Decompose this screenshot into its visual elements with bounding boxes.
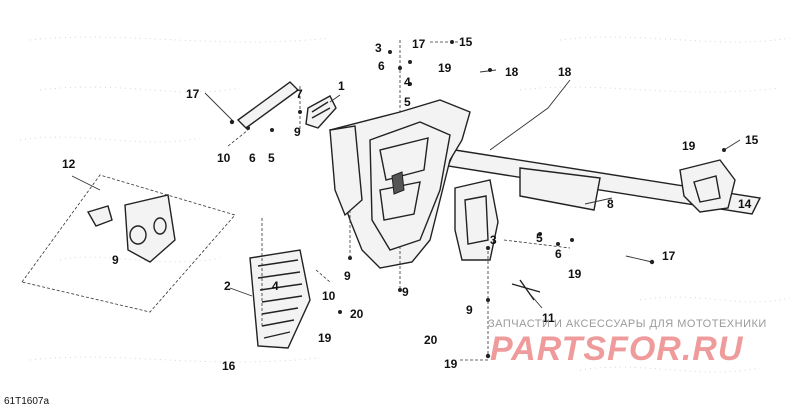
callouts: 1 2 3 4 4 5 5 5 6 6 6 7 8 9 9 9 9 9 10 1… bbox=[62, 35, 759, 373]
callout-6b: 6 bbox=[378, 59, 385, 73]
callout-9b: 9 bbox=[344, 269, 351, 283]
callout-5: 5 bbox=[268, 151, 275, 165]
callout-17: 17 bbox=[186, 87, 200, 101]
front-fascia-body bbox=[329, 99, 471, 269]
callout-19b: 19 bbox=[682, 139, 696, 153]
fasteners bbox=[229, 40, 726, 359]
headlight-assembly bbox=[21, 174, 236, 313]
callout-19: 19 bbox=[438, 61, 452, 75]
callout-17c: 17 bbox=[662, 249, 676, 263]
callout-1: 1 bbox=[338, 79, 345, 93]
wire-clip bbox=[511, 279, 541, 301]
callout-18b: 18 bbox=[558, 65, 572, 79]
callout-7: 7 bbox=[296, 87, 303, 101]
callout-3: 3 bbox=[375, 41, 382, 55]
callout-9c: 9 bbox=[402, 285, 409, 299]
watermark-logo: PARTSFOR.RU bbox=[490, 330, 744, 368]
callout-6c: 6 bbox=[555, 247, 562, 261]
callout-19d: 19 bbox=[318, 331, 332, 345]
background-texture bbox=[19, 36, 791, 373]
callout-5b: 5 bbox=[404, 95, 411, 109]
callout-16: 16 bbox=[222, 359, 236, 373]
callout-15b: 15 bbox=[745, 133, 759, 147]
front-grille bbox=[249, 249, 311, 349]
right-lamp-housing bbox=[679, 159, 736, 213]
callout-8: 8 bbox=[607, 197, 614, 211]
callout-10: 10 bbox=[217, 151, 231, 165]
callout-2: 2 bbox=[224, 279, 231, 293]
callout-10b: 10 bbox=[322, 289, 336, 303]
watermark-caption: ЗАПЧАСТИ И АКСЕССУАРЫ ДЛЯ МОТОТЕХНИКИ bbox=[488, 318, 767, 330]
left-rail bbox=[236, 81, 300, 129]
callout-6: 6 bbox=[249, 151, 256, 165]
callout-9e: 9 bbox=[112, 253, 119, 267]
callout-11: 11 bbox=[542, 311, 555, 325]
callout-19e: 19 bbox=[444, 357, 458, 371]
callout-9d: 9 bbox=[466, 303, 473, 317]
bracket bbox=[305, 95, 337, 129]
callout-12: 12 bbox=[62, 157, 76, 171]
callout-4b: 4 bbox=[404, 75, 411, 89]
callout-9: 9 bbox=[294, 125, 301, 139]
callout-20: 20 bbox=[350, 307, 364, 321]
leader-lines bbox=[71, 40, 741, 361]
diagram-code: 61T1607a bbox=[4, 396, 50, 407]
callout-3-6: 3 bbox=[490, 233, 497, 247]
callout-14: 14 bbox=[738, 197, 752, 211]
callout-20b: 20 bbox=[424, 333, 438, 347]
right-side-panel bbox=[454, 179, 499, 261]
callout-5c: 5 bbox=[536, 231, 543, 245]
callout-18: 18 bbox=[505, 65, 519, 79]
callout-19c: 19 bbox=[568, 267, 582, 281]
callout-15: 15 bbox=[459, 35, 473, 49]
callout-17b: 17 bbox=[412, 37, 426, 51]
callout-4: 4 bbox=[272, 279, 279, 293]
